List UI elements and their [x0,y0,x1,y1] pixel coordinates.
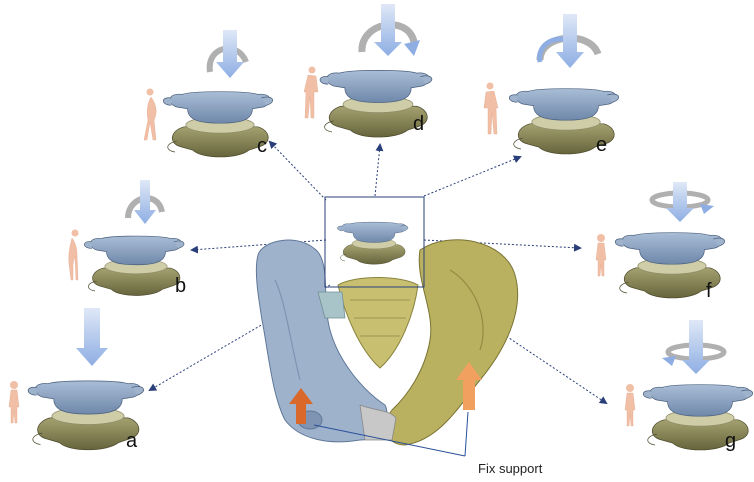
support-arrow-right-icon [456,362,482,410]
load-arrow-icon [682,320,710,374]
fix-support-label: Fix support [478,461,543,476]
side-bending-figure-icon [483,82,499,135]
fix-support-lines [313,411,469,457]
central-lumbar-segment [324,196,425,288]
label-g: g [725,430,737,452]
case-a [8,308,144,451]
pointer-lines [148,140,608,405]
flexed-figure-icon [68,229,79,281]
load-arrow-icon [556,14,584,68]
label-e: e [596,134,608,156]
label-b: b [175,275,187,297]
load-arrow-icon [666,182,694,222]
side-bending-figure-icon [303,66,319,119]
standing-figure-icon [624,383,636,427]
case-f [595,182,726,299]
load-arrow-icon [374,4,402,56]
load-arrow-icon [134,180,156,224]
standing-figure-icon [595,233,607,277]
load-arrow-icon [216,30,244,78]
standing-figure-icon [8,380,20,424]
label-c: c [257,135,267,157]
pelvis-model [255,239,519,446]
load-arrow-icon [76,308,108,366]
bending-figure-icon [143,88,157,141]
case-e [483,14,620,155]
case-c [143,30,274,158]
case-d [303,4,433,138]
label-a: a [126,430,138,452]
label-d: d [413,113,425,135]
label-f: f [706,280,712,302]
support-arrow-left-icon [289,388,313,424]
case-g [624,320,754,451]
case-b [68,180,185,296]
